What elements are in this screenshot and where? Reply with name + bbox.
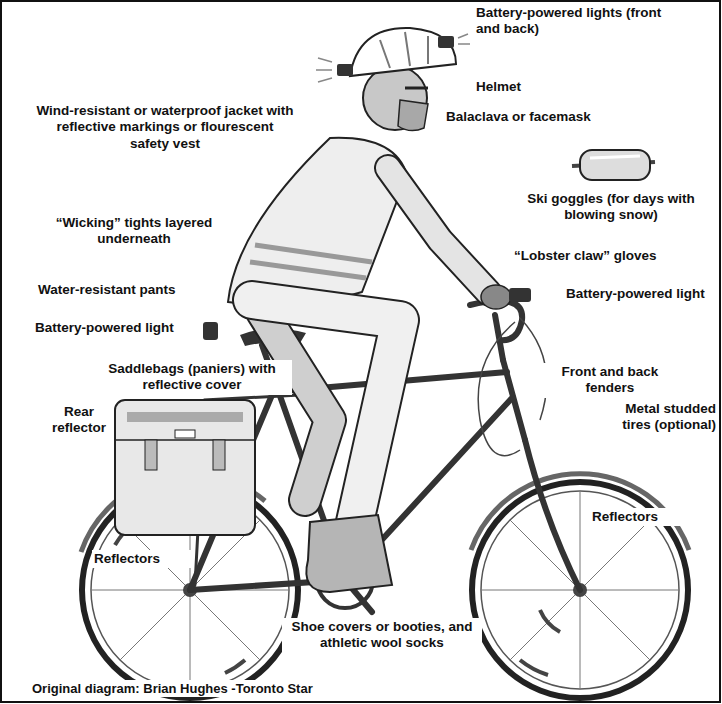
buckle: [175, 430, 195, 438]
pannier: [115, 400, 255, 535]
callout-label: Battery-powered lights (front and back): [474, 4, 684, 39]
reflective-strip: [127, 412, 243, 422]
callout-label: Balaclava or facemask: [444, 108, 664, 126]
balaclava: [363, 66, 427, 130]
strap: [145, 440, 157, 470]
callout-label: Water-resistant pants: [36, 281, 226, 299]
helmet-front-light: [337, 64, 353, 76]
glasses: [405, 87, 428, 90]
light-beam: [458, 34, 470, 44]
bag: [115, 400, 255, 535]
front-fender: [471, 474, 689, 550]
vest-stripes: [250, 245, 372, 278]
goggle-lens: [580, 150, 650, 180]
callout-label: Rear reflector: [44, 403, 114, 438]
brake-cables: [478, 318, 546, 456]
glove: [481, 285, 511, 309]
handlebar-light: [509, 288, 531, 302]
light-beam: [316, 58, 332, 82]
callout-label: Shoe covers or booties, and athletic woo…: [282, 618, 482, 653]
helmet-back-light: [438, 36, 454, 48]
reflector-mark: [520, 660, 548, 675]
near-leg: [252, 300, 400, 522]
callout-label: “Lobster claw” gloves: [512, 247, 712, 265]
credit-caption: Original diagram: Brian Hughes -Toronto …: [30, 680, 315, 697]
flap-line: [115, 439, 255, 441]
far-leg: [262, 312, 330, 500]
ski-goggles: [572, 150, 655, 180]
goggle-shine: [590, 156, 640, 158]
reflector-mark: [540, 610, 560, 632]
reflector-mark: [225, 660, 245, 673]
callout-label: Front and back fenders: [540, 363, 680, 398]
callout-label: Reflectors: [92, 550, 192, 568]
callout-label: Battery-powered light: [33, 319, 203, 337]
helmet-vents: [380, 32, 428, 68]
arm-outline: [388, 168, 488, 292]
callout-label: Battery-powered light: [564, 285, 718, 303]
facemask: [398, 100, 428, 131]
callout-label: “Wicking” tights layered underneath: [34, 214, 234, 249]
seat-light: [203, 322, 218, 340]
shoe-cover: [306, 515, 392, 592]
helmet: [350, 28, 456, 76]
far-leg-outline: [262, 312, 330, 500]
near-leg-outline: [252, 300, 400, 522]
strap: [213, 440, 225, 470]
head-tube: [503, 360, 525, 440]
callout-label: Saddlebags (paniers) with reflective cov…: [92, 360, 292, 395]
callout-label: Helmet: [474, 78, 594, 96]
fork: [525, 440, 580, 590]
callout-label: Metal studded tires (optional): [616, 400, 718, 435]
arm: [388, 168, 488, 292]
callout-label: Wind-resistant or waterproof jacket with…: [34, 102, 296, 153]
callout-label: Reflectors: [590, 508, 690, 526]
callout-label: Ski goggles (for days with blowing snow): [504, 190, 718, 225]
